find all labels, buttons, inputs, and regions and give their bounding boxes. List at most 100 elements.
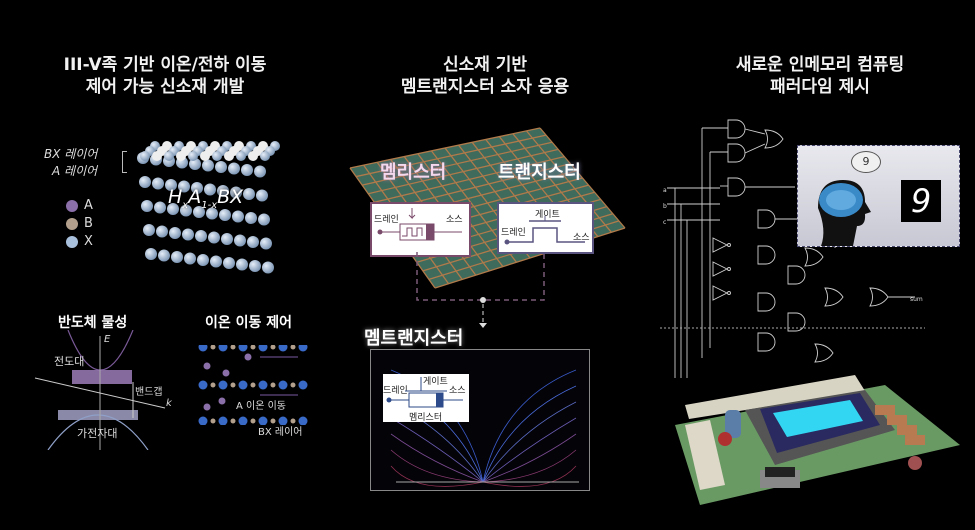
and-gate-icon	[757, 209, 776, 229]
right-title: 새로운 인메모리 컴퓨팅 패러다임 제시	[680, 54, 960, 98]
lattice-atom	[236, 258, 248, 271]
ion-atom	[270, 345, 276, 350]
lattice-atom	[164, 151, 174, 161]
lattice-atom	[243, 188, 255, 200]
transfer-curve	[482, 433, 577, 483]
band-conduction: 전도대	[54, 355, 85, 368]
ion-atom	[230, 345, 236, 350]
lattice-atom	[139, 176, 151, 188]
and-gate-icon	[787, 265, 806, 285]
bx-layer-label: BX 레이어	[44, 147, 98, 161]
memtransistor-label: 멤트랜지스터	[364, 328, 464, 349]
right-title-line1: 새로운 인메모리 컴퓨팅	[735, 55, 905, 75]
crossbar-line	[539, 127, 626, 229]
lattice-atom	[232, 210, 244, 223]
transistor-label: 트랜지스터	[498, 162, 581, 183]
lattice-atom	[165, 179, 177, 191]
ion-atom	[198, 416, 208, 425]
ion-atom	[218, 380, 228, 390]
brain-inset: 9 9	[797, 145, 960, 247]
crystal-lattice	[137, 141, 280, 274]
transistor-source: 소스	[573, 233, 590, 243]
middle-title-line2: 멤트랜지스터 소자 응용	[400, 77, 570, 97]
lattice-atom	[184, 252, 196, 265]
lattice-atom	[256, 189, 268, 202]
ion-atom	[278, 380, 288, 390]
head-brain-icon	[818, 180, 871, 246]
memristor-symbol	[377, 208, 462, 241]
ion-atom	[250, 418, 256, 424]
legend-a: A	[66, 197, 93, 215]
atom-b-icon	[66, 217, 78, 230]
band-title: 반도체 물성	[58, 315, 128, 331]
ion-atom	[258, 416, 268, 425]
and-gate-icon	[757, 245, 776, 265]
lattice-atom	[178, 180, 190, 193]
transfer-curve	[390, 449, 484, 483]
merge-connector	[416, 252, 545, 328]
transfer-curve	[390, 417, 484, 483]
formula: HxA1-xBX	[168, 186, 244, 211]
ion-diagram	[198, 345, 308, 425]
and-gate-icon	[757, 332, 776, 352]
lattice-atom	[191, 182, 203, 194]
band-k-axis: k	[166, 398, 172, 409]
lattice-atom	[202, 159, 214, 172]
lattice-atom	[217, 185, 229, 197]
lattice-atom	[180, 204, 192, 217]
transfer-curve	[482, 369, 577, 483]
lattice-atom	[143, 224, 155, 236]
ion-atom	[210, 382, 216, 388]
legend-b: B	[66, 215, 93, 233]
chip-board	[675, 375, 960, 505]
lattice-atom	[200, 151, 210, 161]
atom-a-icon	[66, 199, 78, 212]
ion-atom	[250, 345, 256, 350]
band-diagram	[34, 330, 166, 450]
lattice-atom	[260, 151, 270, 161]
and-gate-icon	[727, 177, 746, 197]
lattice-atom	[193, 206, 205, 218]
lattice-atom	[171, 251, 183, 263]
or-gate-icon	[804, 247, 824, 267]
lattice-atom	[219, 209, 231, 221]
left-title-line2: 제어 가능 신소재 개발	[85, 77, 245, 97]
lattice-atom	[182, 228, 194, 241]
lattice-atom	[210, 255, 222, 268]
right-title-line2: 패러다임 제시	[770, 77, 870, 97]
not-gate-icon	[727, 243, 731, 247]
circuit-wire	[744, 143, 766, 154]
lattice-atom	[152, 151, 162, 161]
ion-atom	[238, 345, 248, 352]
transfer-curve	[482, 401, 577, 483]
input-b: b	[663, 203, 667, 210]
ion-atom	[278, 416, 288, 425]
ion-atom	[278, 345, 288, 352]
lattice-atom	[236, 151, 246, 161]
digit-image: 9	[901, 180, 941, 222]
lattice-atom	[208, 231, 220, 244]
ion-atom	[258, 345, 268, 352]
transistor-drain: 드레인	[501, 228, 526, 238]
lattice-atom	[141, 200, 153, 212]
memtransistor-gate: 게이트	[423, 377, 448, 387]
lattice-atom	[195, 230, 207, 242]
input-a: a	[663, 187, 667, 194]
left-title-line1: III-V족 기반 이온/전하 이동	[63, 55, 267, 75]
middle-title: 신소재 기반 멤트랜지스터 소자 응용	[345, 54, 625, 98]
memtransistor-drain: 드레인	[383, 386, 408, 396]
lattice-atom	[230, 186, 242, 199]
not-gate-icon	[727, 267, 731, 271]
or-gate-icon	[869, 287, 889, 307]
ion-atom	[210, 345, 216, 350]
band-valence: 가전자대	[77, 427, 118, 440]
lattice-atom	[152, 177, 164, 190]
lattice-atom	[169, 227, 181, 239]
legend-x: X	[66, 233, 93, 251]
memtransistor-plot: 게이트 드레인 소스 멤리스터	[370, 349, 590, 491]
memtransistor-box: 게이트 드레인 소스 멤리스터	[383, 374, 469, 423]
lattice-atom	[158, 249, 170, 262]
memristor-source: 소스	[446, 215, 463, 225]
layer-bracket	[122, 151, 127, 173]
transfer-curve	[482, 449, 577, 483]
